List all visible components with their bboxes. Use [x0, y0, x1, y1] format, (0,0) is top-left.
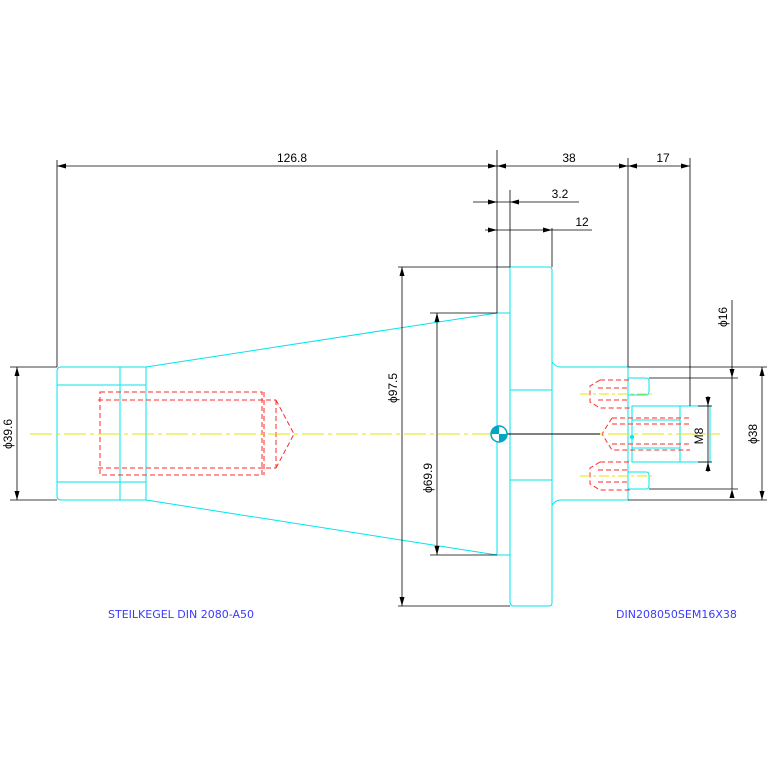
- dim-dia-69-9: ϕ69.9: [421, 463, 435, 493]
- dimension-lines: [10, 150, 767, 607]
- bore-hidden-outline: [99, 391, 263, 476]
- dim-dia-16: ϕ16: [716, 307, 730, 327]
- dim-38-top: 38: [562, 151, 576, 165]
- dim-dia-38: ϕ38: [746, 424, 760, 444]
- dim-dia-97-5: ϕ97.5: [386, 373, 400, 403]
- right-part-title: DIN208050SEM16X38: [616, 608, 737, 621]
- dim-dia-39-6: ϕ39.6: [1, 419, 15, 449]
- dim-17: 17: [656, 151, 670, 165]
- dim-12: 12: [575, 215, 589, 229]
- centerlines: [30, 393, 720, 477]
- taper-bottom-line: [145, 499, 498, 556]
- part-outline: [56, 266, 711, 607]
- taper-top-line: [145, 312, 498, 368]
- screw-hole-center: [601, 417, 690, 451]
- flange-outline: [509, 266, 553, 607]
- gauge-mark-symbol: [490, 425, 634, 443]
- screw-hole-top: [589, 379, 630, 409]
- dim-m8: M8: [692, 427, 706, 444]
- screw-hole-bottom: [589, 461, 630, 491]
- left-part-title: STEILKEGEL DIN 2080-A50: [108, 608, 254, 621]
- dim-3-2: 3.2: [552, 187, 569, 201]
- retention-end-outline: [56, 366, 121, 501]
- dim-126-8: 126.8: [277, 151, 307, 165]
- dimension-texts: 126.8 38 17 3.2 12 ϕ97.5 ϕ69.9 ϕ39.6 ϕ16…: [1, 151, 760, 493]
- dimension-arrows: [14, 163, 765, 606]
